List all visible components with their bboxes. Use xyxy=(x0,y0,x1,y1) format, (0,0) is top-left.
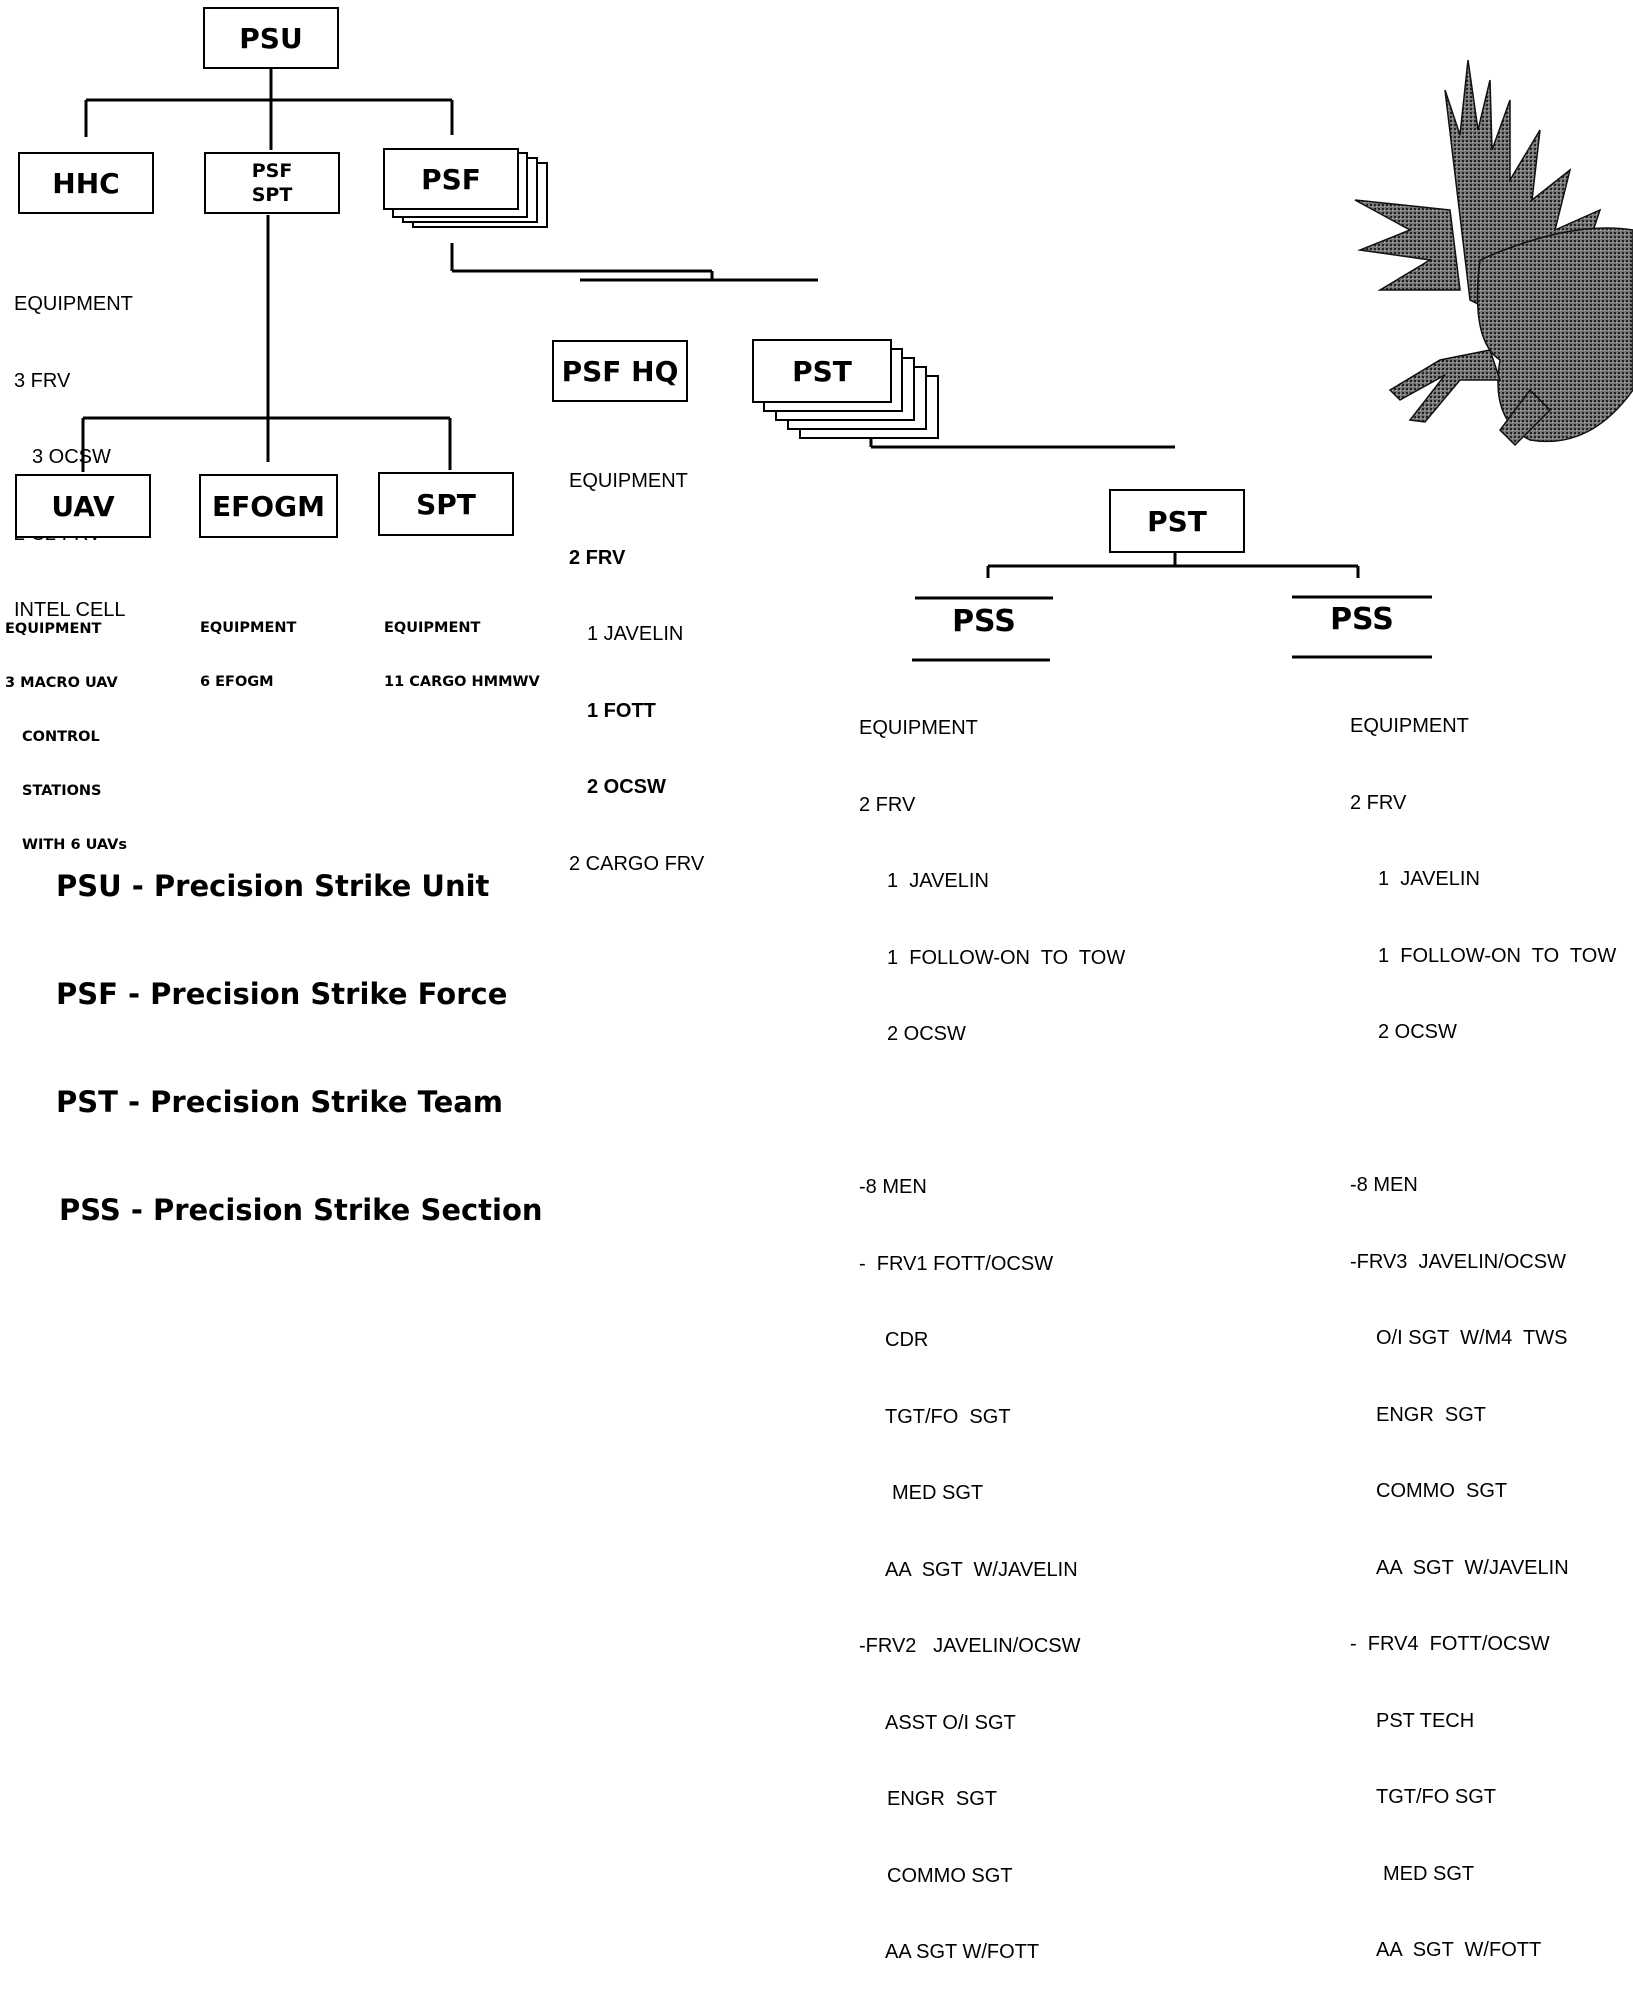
pss-right-line-5 xyxy=(1350,1097,1616,1123)
pss-right-line-3: 1 FOLLOW-ON TO TOW xyxy=(1350,944,1616,970)
pss-right-line-15: MED SGT xyxy=(1350,1862,1616,1888)
psf-spt-label-line2: SPT xyxy=(252,183,293,207)
legend-psu: PSU - Precision Strike Unit xyxy=(56,868,543,904)
pst-box: PST xyxy=(1109,489,1245,553)
psfhq-eq-1: 2 FRV xyxy=(569,546,704,572)
psf-spt-box: PSF SPT xyxy=(204,152,340,214)
psu-box: PSU xyxy=(203,7,339,69)
pss-left-line-16: AA SGT W/FOTT xyxy=(859,1940,1125,1966)
pss-left-details: EQUIPMENT 2 FRV 1 JAVELIN 1 FOLLOW-ON TO… xyxy=(859,665,1125,1991)
pst-stack-label: PST xyxy=(792,355,852,388)
pss-left-line-10: MED SGT xyxy=(859,1481,1125,1507)
pss-left-line-7: - FRV1 FOTT/OCSW xyxy=(859,1252,1125,1278)
pss-right-line-7: -FRV3 JAVELIN/OCSW xyxy=(1350,1250,1616,1276)
pss-left-line-4: 2 OCSW xyxy=(859,1022,1125,1048)
uav-eq-1: 3 MACRO UAV xyxy=(5,674,127,692)
efogm-eq-1: 6 EFOGM xyxy=(200,673,296,691)
pss-left-line-6: -8 MEN xyxy=(859,1175,1125,1201)
uav-box: UAV xyxy=(15,474,151,538)
pss-left-line-9: TGT/FO SGT xyxy=(859,1405,1125,1431)
pss-left-line-14: ENGR SGT xyxy=(859,1787,1125,1813)
pss-left-line-15: COMMO SGT xyxy=(859,1864,1125,1890)
pss-left-line-13: ASST O/I SGT xyxy=(859,1711,1125,1737)
spt-equipment: EQUIPMENT 11 CARGO HMMWV xyxy=(384,583,540,709)
uav-label: UAV xyxy=(51,490,114,523)
hhc-label: HHC xyxy=(52,167,119,200)
pst-label: PST xyxy=(1147,505,1207,538)
psfhq-eq-5: 2 CARGO FRV xyxy=(569,852,704,878)
pss-right-line-12: - FRV4 FOTT/OCSW xyxy=(1350,1632,1616,1658)
psfhq-eq-4: 2 OCSW xyxy=(569,775,704,801)
efogm-equipment: EQUIPMENT 6 EFOGM xyxy=(200,583,296,709)
pss-left-line-11: AA SGT W/JAVELIN xyxy=(859,1558,1125,1584)
pss-right-line-6: -8 MEN xyxy=(1350,1173,1616,1199)
legend-psf: PSF - Precision Strike Force xyxy=(56,976,543,1012)
pss-left-line-8: CDR xyxy=(859,1328,1125,1354)
psf-label: PSF xyxy=(421,163,481,196)
legend-pst: PST - Precision Strike Team xyxy=(56,1084,543,1120)
hhc-eq-0: EQUIPMENT xyxy=(14,292,133,318)
hhc-eq-1: 3 FRV xyxy=(14,369,133,395)
pss-left-line-1: 2 FRV xyxy=(859,793,1125,819)
pss-right-line-16: AA SGT W/FOTT xyxy=(1350,1938,1616,1964)
pss-right-line-10: COMMO SGT xyxy=(1350,1479,1616,1505)
uav-eq-2: CONTROL xyxy=(5,728,127,746)
abbreviation-legend: PSU - Precision Strike Unit PSF - Precis… xyxy=(56,796,543,1264)
pss-right-line-9: ENGR SGT xyxy=(1350,1403,1616,1429)
spt-eq-1: 11 CARGO HMMWV xyxy=(384,673,540,691)
pss-left-line-5 xyxy=(859,1099,1125,1125)
efogm-label: EFOGM xyxy=(212,490,325,523)
psfhq-eq-0: EQUIPMENT xyxy=(569,469,704,495)
pss-left-line-0: EQUIPMENT xyxy=(859,716,1125,742)
pss-right-line-2: 1 JAVELIN xyxy=(1350,867,1616,893)
spt-eq-0: EQUIPMENT xyxy=(384,619,540,637)
psf-spt-label-line1: PSF xyxy=(252,159,293,183)
efogm-eq-0: EQUIPMENT xyxy=(200,619,296,637)
pss-right-line-13: PST TECH xyxy=(1350,1709,1616,1735)
psfhq-eq-3: 1 FOTT xyxy=(569,699,704,725)
pss-left-line-2: 1 JAVELIN xyxy=(859,869,1125,895)
psu-label: PSU xyxy=(239,22,302,55)
pss-right-line-11: AA SGT W/JAVELIN xyxy=(1350,1556,1616,1582)
pss-right-line-1: 2 FRV xyxy=(1350,791,1616,817)
spt-label: SPT xyxy=(416,488,476,521)
legend-pss: PSS - Precision Strike Section xyxy=(56,1192,543,1228)
pss-right-line-0: EQUIPMENT xyxy=(1350,714,1616,740)
spt-box: SPT xyxy=(378,472,514,536)
psfhq-eq-2: 1 JAVELIN xyxy=(569,622,704,648)
pst-stack-box: PST xyxy=(752,339,892,403)
pss-left-label: PSS xyxy=(915,604,1053,639)
pss-left-line-3: 1 FOLLOW-ON TO TOW xyxy=(859,946,1125,972)
psf-hq-equipment: EQUIPMENT 2 FRV 1 JAVELIN 1 FOTT 2 OCSW … xyxy=(569,418,704,903)
pss-right-line-14: TGT/FO SGT xyxy=(1350,1785,1616,1811)
pss-right-details: EQUIPMENT 2 FRV 1 JAVELIN 1 FOLLOW-ON TO… xyxy=(1350,663,1616,1989)
hhc-box: HHC xyxy=(18,152,154,214)
pss-right-line-4: 2 OCSW xyxy=(1350,1020,1616,1046)
efogm-box: EFOGM xyxy=(199,474,338,538)
uav-eq-0: EQUIPMENT xyxy=(5,620,127,638)
hhc-eq-2: 3 OCSW xyxy=(14,445,133,471)
psf-box: PSF xyxy=(383,148,519,210)
pss-right-line-8: O/I SGT W/M4 TWS xyxy=(1350,1326,1616,1352)
pss-left-line-12: -FRV2 JAVELIN/OCSW xyxy=(859,1634,1125,1660)
psf-hq-box: PSF HQ xyxy=(552,340,688,402)
pss-right-label: PSS xyxy=(1292,602,1432,637)
psf-hq-label: PSF HQ xyxy=(562,355,679,388)
griffin-emblem-icon xyxy=(1350,60,1633,450)
